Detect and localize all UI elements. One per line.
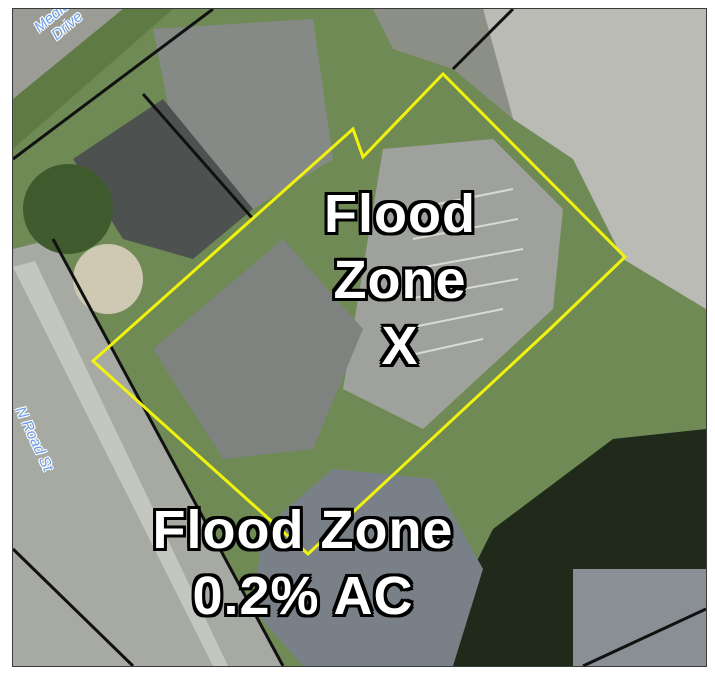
pond-east — [573, 569, 706, 666]
parcel-parking — [343, 139, 563, 429]
aerial-map: Medical Drive N Road St Flood Zone X Flo… — [12, 8, 707, 667]
flood-zone-x-line3: X — [381, 316, 419, 376]
road-lane — [13, 261, 228, 666]
flood-zone-boundary — [90, 71, 628, 557]
flood-zone-ac-line2: 0.2% AC — [192, 566, 414, 626]
parking-lot-top — [483, 9, 706, 309]
parcel-lines — [13, 9, 706, 666]
building-dark-roof — [73, 99, 253, 259]
flood-zone-x-line2: Zone — [333, 250, 467, 310]
parcel-building — [153, 239, 363, 459]
flood-zone-ac-label: Flood Zone 0.2% AC — [113, 497, 493, 629]
building-top — [373, 9, 513, 119]
flood-zone-x-line1: Flood — [324, 184, 476, 244]
flood-zone-x-label: Flood Zone X — [285, 181, 515, 379]
pond — [253, 469, 483, 666]
parking-stripes — [392, 188, 524, 360]
medical-drive-verge — [13, 9, 173, 149]
n-road-st-road — [13, 239, 283, 666]
flood-zone-ac-line1: Flood Zone — [152, 500, 454, 560]
aerial-imagery — [13, 9, 706, 666]
building-north — [153, 19, 333, 209]
sand-patch — [73, 244, 143, 314]
tree-cluster — [23, 164, 113, 254]
